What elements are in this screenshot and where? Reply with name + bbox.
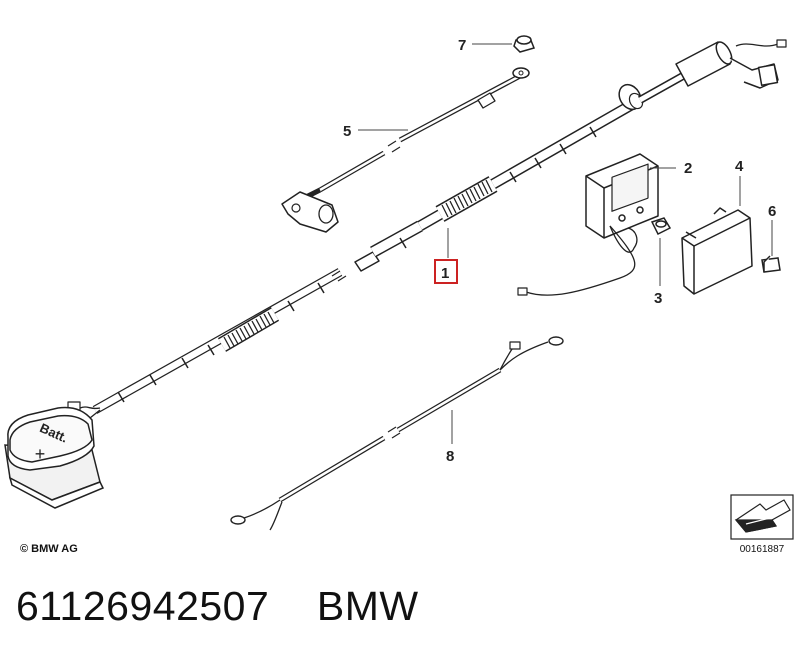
callout-4: 4 (735, 158, 744, 175)
battery-terminal-cover: Batt. + (4, 406, 105, 509)
callout-5: 5 (343, 123, 351, 140)
copyright-text: © BMW AG (20, 543, 78, 555)
reference-box: 00161887 (730, 494, 794, 555)
callout-highlight-box (434, 259, 458, 284)
nut-part-7 (513, 35, 536, 53)
clip-part-6 (761, 255, 781, 273)
part-number: 61126942507 (16, 583, 270, 629)
callout-7: 7 (458, 37, 466, 54)
bracket-part-2 (517, 153, 659, 296)
cover-part-4 (681, 207, 753, 295)
corrugated-sleeve-front (435, 176, 498, 222)
callout-1: 1 (441, 265, 449, 282)
callout-8: 8 (446, 448, 454, 465)
callout-2: 2 (684, 160, 692, 177)
cable-part-8 (230, 336, 564, 531)
leader-lines (358, 43, 773, 444)
nut-part-3 (650, 217, 672, 236)
brand-name: BMW (316, 583, 419, 629)
reference-number: 00161887 (740, 544, 785, 555)
direction-arrow-icon (734, 499, 791, 533)
battery-plus-symbol: + (35, 444, 46, 464)
callout-6: 6 (768, 203, 776, 220)
part-number-caption: 61126942507 BMW (16, 583, 419, 630)
cable-part-5 (281, 67, 530, 233)
callout-3: 3 (654, 290, 662, 307)
corrugated-sleeve-rear (217, 307, 280, 352)
main-battery-cable (67, 39, 787, 414)
